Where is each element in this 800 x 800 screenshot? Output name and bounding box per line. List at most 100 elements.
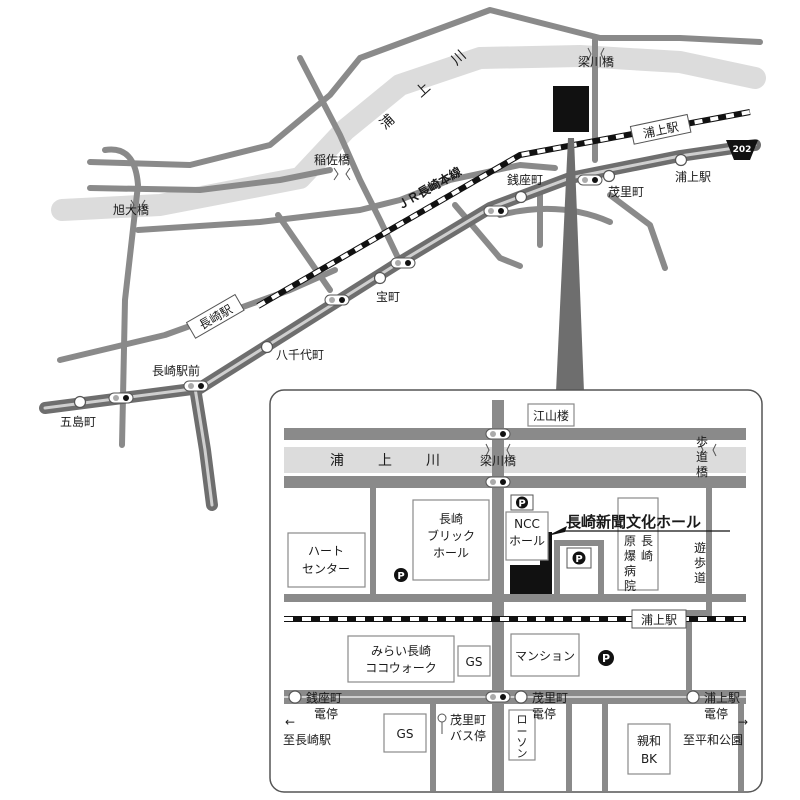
mansion: マンション <box>510 633 580 677</box>
mori-stop-line2: 電停 <box>532 706 556 721</box>
zenza-stop-line1: 銭座町 <box>306 690 342 705</box>
stop-urakami-eki <box>674 153 688 167</box>
shinwa-line2: BK <box>641 752 658 766</box>
yachiyo-label: 八千代町 <box>276 348 324 362</box>
arrow-left: ← <box>285 715 295 729</box>
gs-lower: GS <box>383 713 427 753</box>
road-v-mid-low <box>566 704 572 791</box>
public-hall: 長崎 ブリック ホール <box>412 499 490 581</box>
bridge-ticks <box>130 47 605 211</box>
lawson-char4: ン <box>517 747 528 760</box>
mori-label: 茂里町 <box>608 185 644 199</box>
bus-stop-icon <box>437 713 447 734</box>
yanagawa-bridge-overview-label: 梁川橋 <box>578 54 614 69</box>
venue-callout <box>547 526 567 536</box>
heart-center-line2: センター <box>302 562 350 576</box>
ncc-hall-line2: ホール <box>509 534 545 548</box>
asahi-bridge-label: 旭大橋 <box>113 203 149 217</box>
hospital-char4: 院 <box>624 579 636 593</box>
road-v-far-low <box>738 704 744 791</box>
arrow-right: → <box>738 715 748 729</box>
detail-map: 江山楼 長崎 ブリック ホール ハート センター NCC ホール 原 <box>269 389 763 793</box>
urakami-station-detail-sign: 浦上駅 <box>631 609 687 629</box>
hospital-naga: 長 <box>641 534 653 548</box>
urakami-river-detail <box>284 447 746 473</box>
zenza-label: 銭座町 <box>507 172 543 187</box>
detail-stop-zenza <box>288 690 302 704</box>
urakami-river-overview <box>51 45 766 221</box>
parking-hospital: P <box>566 547 592 569</box>
lawson-char1: ロ <box>517 713 528 726</box>
road-east-branch <box>607 192 668 271</box>
mori-bus-line2: バス停 <box>450 728 486 743</box>
venue-block-overview <box>553 86 589 132</box>
mirai-cocowalk: みらい長崎 ココウォーク <box>347 635 455 683</box>
stop-yachiyo <box>260 340 274 354</box>
road-near-venue <box>554 540 560 594</box>
parking-ncc-label: P <box>518 499 525 510</box>
shinwa-bk: 親和 BK <box>627 723 671 775</box>
detail-signals <box>485 428 511 703</box>
detail-stop-urakami <box>686 690 700 704</box>
promenade-char2: 歩 <box>694 555 706 570</box>
parking-hospital-label: P <box>575 554 582 565</box>
public-hall-line2: ブリック <box>427 528 475 543</box>
parking-heart-label: P <box>397 571 404 582</box>
road-near-venue-v2 <box>598 540 604 594</box>
parking-ncc: P <box>510 494 534 511</box>
yanagawa-bridge-detail-label: 梁川橋 <box>480 453 516 468</box>
zoom-wedge <box>556 138 584 392</box>
promenade-path <box>706 488 712 614</box>
gs-lower-label: GS <box>397 727 414 741</box>
public-hall-line1: 長崎 <box>439 512 463 526</box>
urakami-station-detail-label: 浦上駅 <box>641 613 677 627</box>
promenade-char3: 道 <box>694 571 706 585</box>
jr-line-dash <box>257 110 751 308</box>
road-v-left-low <box>430 704 436 791</box>
hospital-saki: 崎 <box>641 549 653 563</box>
heart-center: ハート センター <box>287 532 366 588</box>
road-v-left <box>370 488 376 594</box>
promenade-join <box>686 610 712 616</box>
gs-upper-label: GS <box>466 655 483 669</box>
urakami-eki-stop-label: 浦上駅 <box>675 170 711 184</box>
urakami-station-sign: 浦上駅 <box>629 113 692 145</box>
road-river-south <box>87 167 333 193</box>
jr-line-detail <box>284 616 746 622</box>
route-202-badge: 202 <box>726 140 758 160</box>
road-near-venue-h <box>554 540 604 546</box>
goshima-label: 五島町 <box>60 414 96 429</box>
public-hall-line3: ホール <box>433 546 469 560</box>
mansion-label: マンション <box>515 649 575 663</box>
route-202-label: 202 <box>733 145 752 155</box>
stop-zenza <box>514 190 528 204</box>
promenade-char1: 遊 <box>694 540 706 555</box>
heart-center-line1: ハート <box>308 544 344 558</box>
ncc-hall: NCC ホール <box>505 511 549 561</box>
urakami-stop-line1: 浦上駅 <box>704 691 740 705</box>
road-mid-detail <box>284 594 746 602</box>
ncc-hall-line1: NCC <box>514 517 540 531</box>
road-riverside-detail <box>284 476 746 488</box>
gs-upper: GS <box>457 645 491 677</box>
lawson-char3: ソ <box>517 736 528 749</box>
promenade-path-low <box>686 614 692 690</box>
stop-takara <box>373 271 387 285</box>
mori-stop-line1: 茂里町 <box>532 691 568 705</box>
parking-heart: P <box>394 568 408 582</box>
nagasaki-ekimae-label: 長崎駅前 <box>152 363 200 378</box>
atomic-bomb-hospital: 原 爆 病 院 長 崎 <box>617 497 659 593</box>
takara-label: 宝町 <box>376 290 400 304</box>
inasa-bridge-label: 稲佐橋 <box>314 153 350 167</box>
shinwa-line1: 親和 <box>637 734 661 748</box>
hospital-char1: 原 <box>624 534 636 548</box>
venue-label: 長崎新聞文化ホール <box>566 513 701 531</box>
stop-goshima <box>73 395 87 409</box>
mirai-line1: みらい長崎 <box>371 644 431 658</box>
hospital-char3: 病 <box>624 563 636 578</box>
lawson-char2: ー <box>517 725 528 738</box>
to-heiwa-park: 至平和公園 <box>683 733 743 747</box>
to-nagasaki-station: 至長崎駅 <box>283 733 331 747</box>
road-north <box>87 7 763 168</box>
